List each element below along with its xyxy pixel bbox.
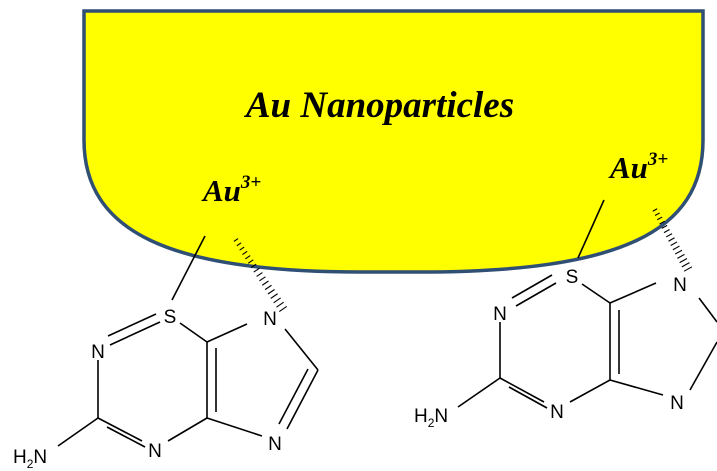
bond (106, 426, 146, 448)
hash-mark (233, 238, 239, 242)
hash-mark (250, 263, 257, 269)
hash-mark (659, 220, 665, 225)
hash-mark (661, 224, 668, 229)
au-s-coordination-bond-left (171, 235, 206, 301)
hash-mark (261, 280, 269, 286)
bond (499, 377, 545, 403)
au-ion-label-left: Au3+ (201, 172, 261, 208)
amine-subscript: 2 (27, 457, 34, 471)
hash-mark (672, 245, 680, 251)
bond (109, 321, 161, 346)
hash-mark (236, 242, 242, 247)
hash-mark (244, 255, 251, 260)
bond (278, 368, 309, 425)
bond (689, 341, 717, 391)
hash-mark (665, 233, 673, 238)
sulfur-atom: S (164, 307, 177, 328)
bond (609, 282, 657, 304)
hash-mark (668, 237, 675, 242)
hash-mark (683, 266, 693, 272)
nitrogen-atom: N (673, 275, 687, 296)
hash-mark (259, 276, 266, 282)
hash-mark (652, 208, 658, 212)
hash-mark (273, 297, 281, 304)
hash-mark (239, 246, 245, 251)
au-s-coordination-bond-right (577, 199, 605, 259)
amine-h: H (13, 447, 27, 468)
svg-text:Au3+: Au3+ (201, 172, 261, 208)
hash-mark (670, 241, 678, 246)
bond (698, 297, 717, 323)
hash-mark (264, 284, 272, 291)
amine-n: N (434, 406, 448, 427)
molecule-left: S N N N N H2N (13, 307, 319, 471)
au-ion-charge: 3+ (647, 149, 668, 170)
hash-mark (657, 216, 663, 221)
hash-mark (681, 262, 690, 268)
bond (206, 417, 263, 437)
nitrogen-atom: N (268, 434, 282, 455)
bond (609, 379, 664, 396)
bond (581, 283, 611, 304)
nitrogen-atom: N (148, 441, 162, 462)
bond (167, 417, 208, 442)
hash-mark (654, 212, 660, 216)
nitrogen-atom: N (263, 309, 277, 330)
nitrogen-atom: N (550, 402, 564, 423)
amine-group: H2N (414, 406, 448, 430)
hash-mark (679, 258, 688, 264)
au-ion-charge: 3+ (240, 172, 261, 193)
molecule-right: S N N N N H2N (414, 267, 717, 430)
amine-group: H2N (13, 447, 47, 471)
bond (515, 282, 557, 307)
au-ion-base: Au (201, 173, 241, 208)
hash-mark (663, 229, 670, 234)
hash-mark (256, 272, 263, 277)
au-ion-label-right: Au3+ (608, 149, 668, 185)
amine-n: N (33, 447, 47, 468)
hash-mark (276, 301, 284, 308)
bond (511, 274, 553, 299)
hash-mark (242, 250, 248, 256)
bond (107, 313, 157, 337)
bond (57, 417, 99, 447)
amine-h: H (414, 406, 428, 427)
sulfur-atom: S (566, 267, 579, 288)
amine-subscript: 2 (428, 416, 435, 430)
hash-mark (674, 249, 683, 255)
bond (286, 369, 319, 430)
hash-mark (270, 293, 278, 299)
nanoparticle-label: Au Nanoparticles (244, 85, 514, 126)
bond (97, 417, 143, 442)
hash-mark (677, 253, 685, 259)
bond (206, 323, 248, 343)
svg-text:Au3+: Au3+ (608, 149, 668, 185)
hash-mark (278, 306, 288, 312)
nitrogen-atom: N (670, 393, 684, 414)
bond (284, 328, 319, 371)
au-nanoparticle-shape (82, 9, 705, 274)
hashed-bond-right (652, 208, 693, 272)
nitrogen-atom: N (493, 304, 507, 325)
hash-mark (247, 259, 254, 264)
bond (569, 379, 611, 403)
nitrogen-atom: N (91, 342, 105, 363)
bond (508, 386, 548, 409)
bond (457, 377, 501, 408)
hash-mark (253, 267, 260, 273)
au-ion-base: Au (608, 150, 648, 185)
bond (179, 322, 208, 343)
hash-mark (267, 289, 275, 295)
hashed-bond-left (233, 238, 288, 312)
